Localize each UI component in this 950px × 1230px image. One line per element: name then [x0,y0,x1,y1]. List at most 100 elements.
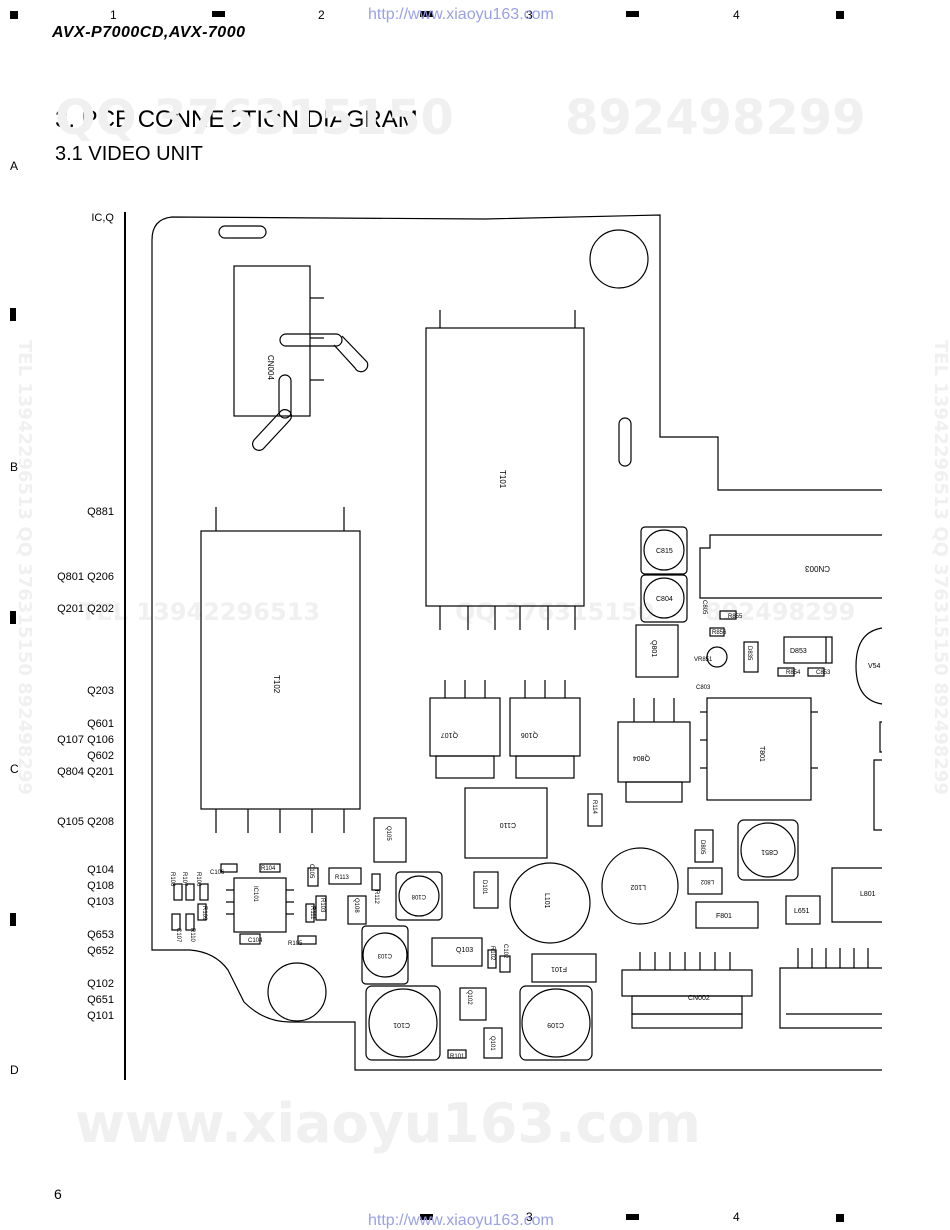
l101-inductor [509,862,591,944]
cn003-connector [699,534,882,599]
q108-label: Q108 [353,898,359,913]
r113-resistor [328,867,362,885]
section-title: 3. PCB CONNECTION DIAGRAM [55,106,418,133]
r855-label: R855 [728,614,743,620]
grid-bar [420,11,433,17]
t801-transformer [706,697,812,801]
r107-label: R107 [181,872,187,887]
r102-label: R102 [489,946,495,961]
d101-diode [473,871,499,909]
c101-capacitor [365,985,441,1061]
r102-resistor [487,949,497,969]
c804-label: C804 [656,596,673,603]
q801-transistor [635,624,679,678]
l802-inductor [687,867,723,895]
cn002-pins [639,952,731,970]
c110-label: C110 [500,821,516,828]
ref-label: Q101 [87,1010,114,1022]
t801-label: T801 [758,746,765,762]
ref-axis-line [124,212,126,1080]
d853-diode [783,636,833,664]
watermark-site: www.xiaoyu163.com [75,1092,701,1155]
q106-transistor [509,697,581,757]
q101-transistor [483,1027,503,1059]
f101-label: F101 [551,965,567,972]
q804-label: Q804 [633,754,650,761]
grid-corner-mark [836,1214,844,1222]
vr851-label: VR851 [694,657,713,663]
c107-label: C107 [175,928,181,943]
c104-capacitor [239,933,261,945]
grid-corner-mark [10,11,18,19]
watermark-vertical: TEL 13942296513 QQ 376315150 892498299 [930,340,950,795]
r101-resistor [447,1049,467,1059]
q106-label: Q106 [521,731,538,738]
q105-label: Q105 [385,826,391,841]
c105-capacitor [307,867,319,887]
c101-label: C101 [393,1021,410,1028]
right-connector [779,967,882,1029]
t101-transformer [425,327,585,607]
r112-resistor [371,873,381,891]
r109-label: R109 [201,906,207,921]
q103-transistor [431,937,483,967]
c106-capacitor [220,863,238,873]
c815-capacitor [640,526,688,575]
grid-side-mark [10,308,16,321]
ref-label: Q108 [87,880,114,892]
d101-label: D101 [481,880,487,895]
c106-label: C106 [210,870,225,876]
r854-label: R854 [786,670,801,676]
ref-label: Q602 [87,750,114,762]
cn002-connector [621,969,753,997]
jumper-wires [218,225,632,467]
l801-label: L801 [860,891,876,898]
ref-label: Q652 [87,945,114,957]
ref-label: Q653 [87,929,114,941]
r114-resistor [587,793,603,827]
l102-label: L102 [630,883,646,890]
c804-capacitor [640,574,688,623]
c815-label: C815 [656,548,673,555]
watermark-qq: QQ 376315150 [455,598,655,626]
ref-label: IC,Q [91,212,114,224]
v54-part [855,627,883,705]
vr851-pot [706,646,728,668]
l802-label: L802 [700,878,714,884]
c851-label: C851 [761,848,778,855]
r108-label: R108 [169,872,175,887]
d853-label: D853 [790,648,807,655]
watermark-vertical: TEL 13942296513 QQ 376315150 892498299 [14,340,35,795]
d835-diode [743,641,759,673]
grid-bar [626,11,639,17]
r109-resistor [197,903,207,921]
c853-label: C853 [816,670,831,676]
q102-transistor [459,987,487,1021]
grid-col-1: 1 [110,8,117,22]
r103-resistor [315,895,327,921]
t101-label: T101 [498,470,507,489]
grid-col-2: 2 [318,8,325,22]
grid-bar [420,1214,433,1220]
grid-col-3: 3 [526,8,533,22]
c102-capacitor [499,955,511,973]
r105-label: R105 [288,941,303,947]
r104-resistor [259,863,281,873]
r105-resistor [297,935,317,945]
l102-inductor [601,847,679,925]
grid-side-mark [10,913,16,926]
f801-fuse [695,901,759,929]
section-subtitle: 3.1 VIDEO UNIT [55,143,203,165]
l801-inductor [831,867,882,923]
c805-label: C805 [701,600,707,615]
ref-label: Q203 [87,685,114,697]
r114-label: R114 [591,800,597,815]
r111-label: R111 [309,906,315,920]
r110-resistor [185,913,195,931]
grid-bar [626,1214,639,1220]
c108-capacitor [395,871,443,921]
d835-label: D835 [746,646,752,661]
ref-label: Q201 Q202 [57,603,114,615]
d805-label: D805 [699,840,705,855]
grid-row-b: B [10,460,19,474]
